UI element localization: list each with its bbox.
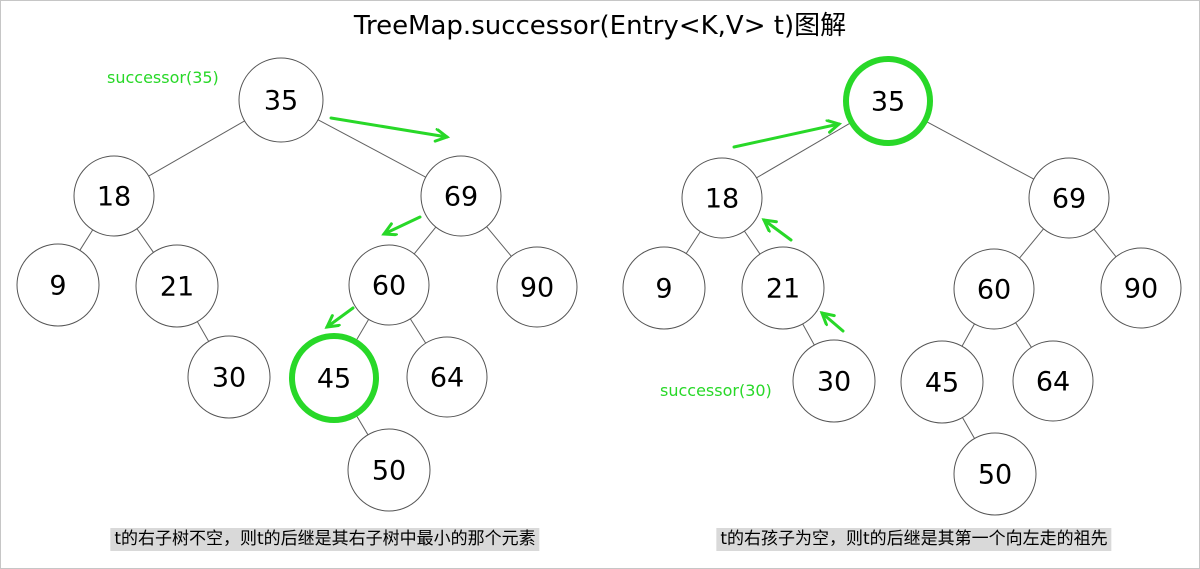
tree-edge bbox=[355, 413, 369, 436]
tree-edge bbox=[962, 417, 975, 439]
tree-right-subtree-not-empty: 35 18 69 9 21 30 60 90 45 64 50 bbox=[16, 57, 578, 512]
tree-node-value: 9 bbox=[655, 274, 672, 305]
successor-arrow bbox=[329, 116, 447, 137]
tree-node-circle bbox=[238, 57, 324, 143]
tree-node-circle bbox=[741, 246, 825, 330]
tree-node-value: 90 bbox=[1124, 274, 1158, 305]
tree-node-circle bbox=[953, 248, 1035, 330]
tree-node-circle bbox=[73, 155, 155, 237]
tree-edge bbox=[1093, 228, 1117, 258]
tree-node-circle bbox=[496, 246, 578, 328]
tree-node-value: 30 bbox=[817, 367, 851, 398]
successor-call-label-right: successor(30) bbox=[660, 381, 772, 400]
tree-node-circle-highlighted bbox=[843, 56, 933, 146]
tree-edge bbox=[409, 318, 427, 344]
tree-node-value: 18 bbox=[705, 184, 739, 215]
tree-node-circle bbox=[135, 244, 219, 328]
tree-node-circle-highlighted bbox=[289, 333, 379, 423]
successor-call-label-left: successor(35) bbox=[107, 68, 219, 87]
successor-arrow bbox=[384, 215, 422, 234]
tree-right-child-empty: 35 18 69 9 21 30 60 90 45 64 50 bbox=[622, 56, 1182, 516]
tree-node-value: 45 bbox=[317, 364, 351, 395]
tree-node-circle bbox=[953, 432, 1037, 516]
caption-right-subtree-case: t的右子树不空，则t的后继是其右子树中最小的那个元素 bbox=[110, 528, 540, 551]
tree-node-circle bbox=[1100, 247, 1182, 329]
tree-node-circle bbox=[900, 340, 984, 424]
tree-node-circle bbox=[16, 243, 100, 327]
tree-node-value: 64 bbox=[1036, 367, 1070, 398]
tree-edge bbox=[744, 230, 761, 255]
tree-node-value: 50 bbox=[978, 460, 1012, 491]
successor-arrow bbox=[764, 220, 793, 242]
tree-node-value: 50 bbox=[372, 456, 406, 487]
tree-edge bbox=[317, 119, 426, 178]
tree-edge bbox=[79, 229, 94, 251]
tree-node-circle bbox=[187, 335, 271, 419]
tree-node-value: 60 bbox=[372, 271, 406, 302]
tree-node-circle bbox=[792, 339, 876, 423]
tree-edge bbox=[486, 226, 512, 257]
successor-arrow bbox=[327, 306, 355, 327]
tree-node-value: 45 bbox=[925, 368, 959, 399]
tree-node-value: 21 bbox=[160, 272, 194, 303]
tree-node-circle bbox=[1028, 157, 1110, 239]
caption-right-child-empty-case: t的右孩子为空，则t的后继是其第一个向左走的祖先 bbox=[716, 528, 1112, 551]
tree-node-circle bbox=[406, 336, 488, 418]
tree-node-circle bbox=[420, 155, 502, 237]
tree-node-value: 90 bbox=[520, 273, 554, 304]
tree-node-value: 35 bbox=[264, 86, 298, 117]
tree-edge bbox=[1019, 228, 1044, 259]
tree-edge bbox=[354, 319, 370, 343]
tree-node-value: 69 bbox=[1052, 184, 1086, 215]
tree-node-circle bbox=[347, 428, 431, 512]
tree-edge bbox=[685, 231, 701, 254]
tree-node-value: 64 bbox=[430, 363, 464, 394]
tree-node-value: 60 bbox=[977, 275, 1011, 306]
tree-node-value: 69 bbox=[444, 182, 478, 213]
page-title: TreeMap.successor(Entry<K,V> t)图解 bbox=[353, 11, 847, 41]
tree-edge bbox=[413, 226, 437, 255]
successor-arrow bbox=[822, 313, 845, 333]
tree-node-circle bbox=[681, 157, 763, 239]
tree-edge bbox=[924, 120, 1034, 180]
tree-edge bbox=[196, 321, 210, 342]
tree-node-value: 35 bbox=[871, 87, 905, 118]
tree-node-circle bbox=[1012, 340, 1094, 422]
tree-node-circle bbox=[348, 244, 430, 326]
tree-node-circle bbox=[622, 246, 706, 330]
tree-node-value: 18 bbox=[97, 182, 131, 213]
tree-edge bbox=[961, 323, 975, 347]
tree-edge bbox=[136, 228, 154, 253]
tree-node-value: 30 bbox=[212, 363, 246, 394]
successor-arrow bbox=[732, 124, 839, 149]
tree-edge bbox=[148, 120, 245, 177]
tree-node-value: 9 bbox=[49, 271, 66, 302]
tree-edge bbox=[802, 323, 815, 346]
tree-edge bbox=[1015, 322, 1032, 348]
tree-node-value: 21 bbox=[766, 274, 800, 305]
